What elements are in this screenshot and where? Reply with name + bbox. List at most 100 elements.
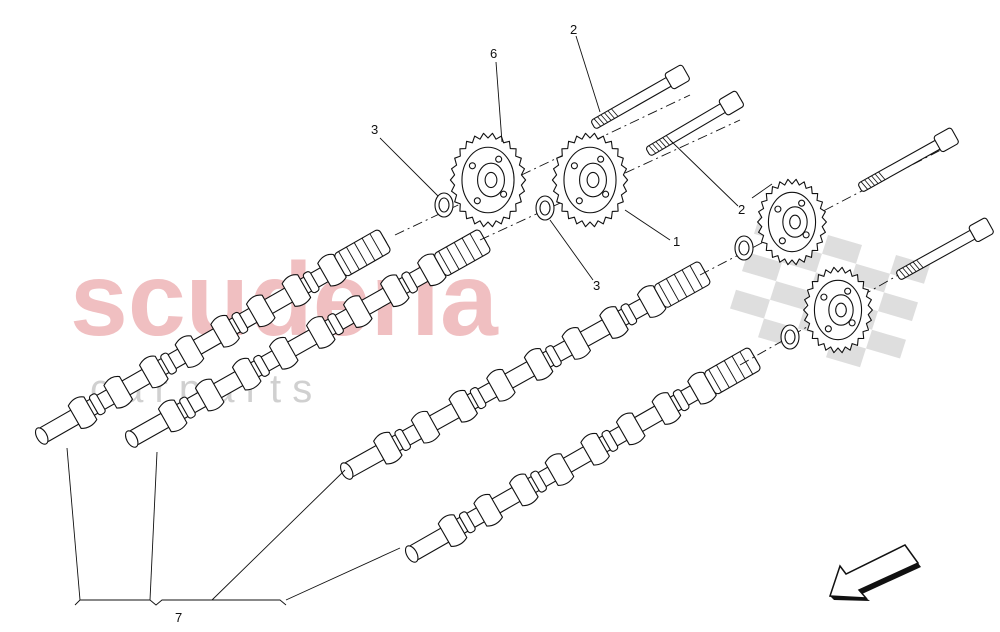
cam-lobe: [580, 432, 610, 466]
callout-7: 7: [175, 610, 182, 625]
bolt-d: [896, 217, 994, 280]
phaser-screw: [495, 155, 503, 163]
bolt-thread: [655, 141, 663, 150]
leader-7b: [149, 451, 158, 601]
phaser-screw: [820, 293, 828, 301]
bolt-thread: [871, 175, 879, 184]
leader-6: [495, 61, 503, 143]
phaser-screw: [844, 287, 852, 295]
bolt-thread: [874, 173, 882, 182]
washer-1-hole: [438, 197, 450, 213]
bolt-c: [858, 127, 959, 192]
callout-3-bottom: 3: [593, 278, 600, 293]
leader-3b: [549, 219, 594, 281]
bolt-thread: [905, 265, 913, 274]
spline-ridge: [346, 246, 360, 270]
leader-7-bracket: [74, 599, 287, 606]
phaser-group: [449, 132, 873, 354]
spline-ridge: [453, 242, 468, 266]
bearing-journal: [179, 396, 196, 419]
phaser-screw: [802, 231, 810, 239]
bolt-thread: [652, 143, 660, 152]
washer-4-hole: [784, 329, 796, 345]
bolt-thread: [878, 171, 886, 180]
washer-group: [434, 192, 800, 350]
camshaft-group: [34, 229, 761, 563]
leader-7a: [66, 447, 81, 601]
spline-ridge: [353, 242, 368, 266]
cam-lobe: [523, 347, 554, 381]
camshaft-end: [124, 430, 139, 448]
checker-square: [878, 292, 918, 322]
bolt-thread: [864, 179, 872, 188]
camshaft-spline-head: [704, 347, 761, 395]
cam-lobe: [544, 453, 575, 486]
cam-phaser-a: [449, 132, 527, 228]
spline-ridge: [369, 233, 384, 257]
cam-lobe: [67, 396, 98, 430]
cam-lobe: [509, 473, 539, 507]
cam-lobe: [417, 253, 447, 287]
cam-phaser-d: [803, 266, 873, 354]
cam-lobe: [687, 371, 717, 405]
bolt-head: [933, 127, 959, 153]
camshaft-c: [340, 261, 711, 480]
bolt-shank: [858, 139, 942, 192]
spline-ridge: [681, 269, 696, 293]
cam-lobe: [437, 514, 468, 548]
bolt-thread: [902, 267, 910, 276]
cam-lobe: [380, 274, 410, 308]
leader-2b-2: [751, 183, 773, 199]
spline-ridge: [438, 251, 452, 275]
bolt-a: [591, 64, 690, 129]
cam-lobe: [210, 314, 240, 348]
bolt-head: [664, 64, 690, 90]
checker-square: [742, 252, 782, 282]
bolt-b: [646, 90, 744, 156]
bearing-journal: [160, 352, 177, 375]
callout-3-left: 3: [371, 122, 378, 137]
phaser-screw: [824, 325, 832, 333]
cam-lobe: [157, 399, 188, 433]
bolt-shank: [646, 103, 727, 156]
spline-ridge: [731, 355, 746, 379]
checker-square: [866, 329, 906, 359]
phaser-bore: [835, 302, 847, 318]
bolt-thread: [860, 181, 868, 190]
bearing-journal: [327, 313, 344, 336]
spline-ridge: [665, 278, 680, 302]
spline-ridge: [716, 364, 730, 388]
bolt-thread: [867, 177, 875, 186]
phaser-screw: [575, 197, 583, 205]
bearing-journal: [231, 311, 249, 334]
cam-lobe: [317, 253, 347, 287]
spline-ridge: [723, 360, 738, 384]
cam-lobe: [615, 412, 646, 446]
camshaft-a: [34, 229, 391, 445]
bolt-thread: [597, 116, 605, 125]
spline-ridge: [739, 351, 754, 375]
phaser-screw: [798, 199, 806, 207]
bolt-thread: [909, 263, 917, 272]
bearing-journal: [253, 354, 270, 377]
bolt-head: [968, 217, 994, 243]
leader-7d: [285, 547, 401, 601]
bolt-thread: [604, 112, 612, 121]
camshaft-d: [404, 347, 761, 563]
camshaft-b: [124, 229, 491, 448]
cam-lobe: [281, 274, 312, 307]
camshaft-end: [404, 545, 419, 563]
bolt-thread: [898, 269, 906, 278]
spline-ridge: [658, 282, 672, 306]
camshaft-spline-head: [654, 261, 711, 308]
cam-lobe: [231, 357, 262, 391]
cam-lobe: [636, 285, 667, 318]
phaser-screw: [597, 155, 605, 163]
bolt-shank: [591, 77, 673, 129]
leader-2b-1: [669, 139, 739, 207]
cam-lobe: [410, 410, 441, 444]
cam-lobe: [473, 493, 504, 527]
cam-lobe: [306, 316, 336, 349]
phaser-bore: [586, 171, 600, 189]
cam-lobe: [174, 335, 205, 368]
